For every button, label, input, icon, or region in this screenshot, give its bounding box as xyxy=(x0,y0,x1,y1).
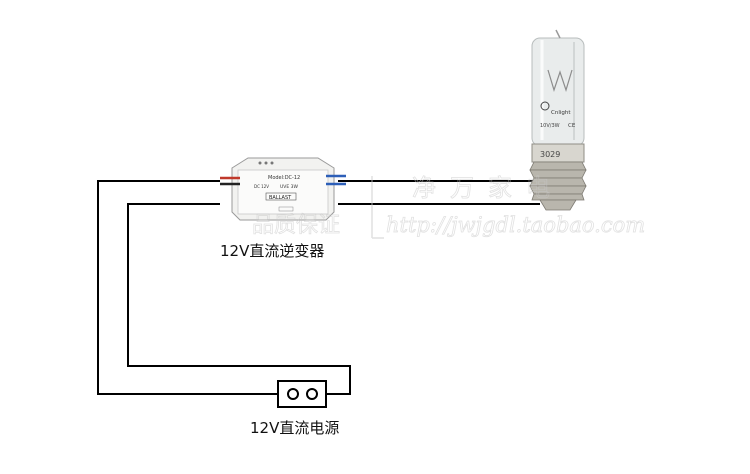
ballast-model: Model:DC-12 xyxy=(268,175,300,181)
ballast-name: BALLAST xyxy=(269,195,292,201)
lamp-code: 3029 xyxy=(540,150,560,159)
wire-inner-loop xyxy=(127,203,351,395)
ballast-inverter: Model:DC-12 DC 12V UVE 3W BALLAST xyxy=(220,157,346,221)
watermark-top: 净万家电 xyxy=(412,174,564,202)
ballast-input: DC 12V xyxy=(254,184,269,189)
terminal-left xyxy=(287,388,299,400)
lamp-spec: 10V/3W xyxy=(540,123,560,129)
watermark-left: 品质保证 xyxy=(252,213,340,238)
inverter-label: 12V直流逆变器 xyxy=(220,242,325,260)
ballast-rating: UVE 3W xyxy=(280,184,299,190)
lamp-ce-mark: CE xyxy=(568,123,576,129)
watermark-url: http://jwjgdl.taobao.com xyxy=(386,213,645,237)
power-supply xyxy=(277,380,327,408)
power-supply-label: 12V直流电源 xyxy=(250,419,340,437)
watermark: 品质保证 净万家电 http://jwjgdl.taobao.com xyxy=(252,174,646,239)
wire-outer-loop xyxy=(97,180,278,395)
uv-lamp: Cnlight 10V/3W CE 3029 xyxy=(529,29,587,211)
terminal-right xyxy=(306,388,318,400)
lamp-brand: Cnlight xyxy=(551,110,571,116)
